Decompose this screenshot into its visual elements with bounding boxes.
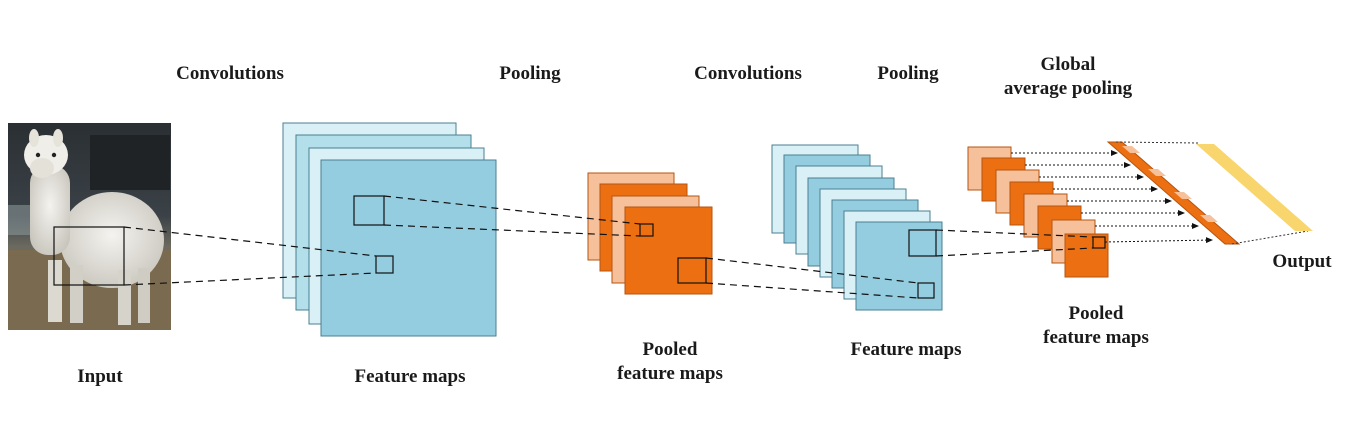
label-pooled-2-line-2: feature maps (1043, 327, 1149, 348)
gap-arrows (1011, 150, 1213, 244)
label-pooled-1-line-1: Pooled (642, 339, 698, 360)
label-input: Input (77, 366, 123, 387)
label-pooling-1: Pooling (499, 63, 561, 84)
label-pooled-feature-maps-2: Pooled feature maps (1026, 302, 1166, 350)
label-output: Output (1272, 251, 1332, 272)
label-pooled-2-line-1: Pooled (1068, 303, 1124, 324)
label-pooling-2: Pooling (877, 63, 939, 84)
pooled-feature-maps-1 (587, 172, 713, 295)
label-pooled-feature-maps-1: Pooled feature maps (600, 338, 740, 386)
connection-lines (123, 195, 1094, 299)
feature-maps-2 (771, 144, 943, 311)
label-global-line-1: Global (1040, 54, 1096, 75)
label-convolutions-1: Convolutions (176, 63, 284, 84)
label-pooled-1-line-2: feature maps (617, 363, 723, 384)
feature-maps-1 (282, 122, 497, 337)
label-global-average-pooling: Global average pooling (978, 53, 1158, 101)
label-feature-maps-1: Feature maps (354, 366, 466, 387)
pooled-feature-maps-2 (967, 146, 1109, 278)
input-receptive-field (53, 226, 125, 286)
label-convolutions-2: Convolutions (694, 63, 802, 84)
output-vector (1115, 141, 1313, 245)
label-global-line-2: average pooling (1003, 78, 1133, 99)
label-feature-maps-2: Feature maps (850, 339, 962, 360)
